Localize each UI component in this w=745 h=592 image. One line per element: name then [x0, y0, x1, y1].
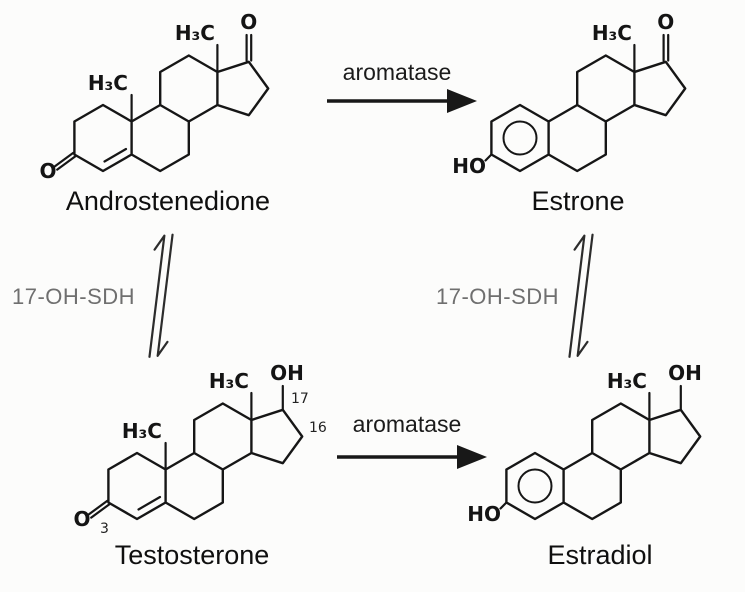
- steroid-ring-skeleton: [73, 54, 270, 173]
- reaction-arrow-head: [447, 89, 477, 113]
- sdh-right-label: 17-OH-SDH: [436, 284, 560, 309]
- estradiol-name: Estradiol: [547, 540, 653, 570]
- substituent-bonds: [484, 33, 670, 162]
- testosterone-structure: H₃C H₃C OH O 17 16 3: [73, 361, 327, 537]
- aromatase-top-label: aromatase: [343, 59, 452, 85]
- estrone-name: Estrone: [531, 186, 625, 216]
- c18-methyl-label: H₃C: [592, 21, 632, 45]
- reaction-arrow-head: [457, 445, 487, 469]
- c17-hydroxyl-label: OH: [668, 361, 702, 385]
- steroid-ring-skeleton: [505, 402, 702, 521]
- c17-ketone-label: O: [240, 10, 257, 34]
- c19-methyl-label: H₃C: [122, 419, 162, 443]
- aromatic-ring-circle: [517, 468, 553, 504]
- aromatase-top-arrow: aromatase: [327, 59, 477, 113]
- c17-ketone-label: O: [657, 10, 674, 34]
- substituent-bonds: [53, 33, 253, 171]
- sdh-left-label: 17-OH-SDH: [12, 284, 136, 309]
- substituent-bonds: [87, 384, 284, 519]
- steroid-ring-skeleton: [490, 54, 687, 173]
- estrone-structure: H₃C O HO: [452, 10, 687, 178]
- c18-methyl-label: H₃C: [175, 21, 215, 45]
- c19-methyl-label: H₃C: [88, 71, 128, 95]
- testosterone-name: Testosterone: [114, 540, 270, 570]
- aromatase-bottom-arrow: aromatase: [337, 411, 487, 469]
- estradiol-structure: H₃C OH HO: [467, 361, 702, 526]
- locant-3: 3: [100, 521, 109, 537]
- c3-hydroxyl-label: HO: [452, 154, 486, 178]
- down-harpoon: [576, 233, 594, 357]
- androstenedione-structure: H₃C H₃C O O: [39, 10, 270, 183]
- c18-methyl-label: H₃C: [209, 369, 249, 393]
- up-harpoon: [148, 234, 166, 358]
- c17-hydroxyl-label: OH: [270, 361, 304, 385]
- c3-hydroxyl-label: HO: [467, 502, 501, 526]
- steroid-ring-skeleton: [107, 402, 304, 521]
- substituent-bonds: [499, 384, 682, 510]
- c18-methyl-label: H₃C: [607, 369, 647, 393]
- androstenedione-name: Androstenedione: [65, 186, 271, 216]
- equilibrium-right-arrow: [568, 233, 594, 358]
- c3-ketone-label: O: [39, 159, 56, 183]
- aromatic-ring-circle: [502, 120, 538, 156]
- locant-17: 17: [291, 391, 309, 407]
- c3-ketone-label: O: [73, 507, 90, 531]
- aromatase-bottom-label: aromatase: [353, 411, 462, 437]
- down-harpoon: [156, 233, 174, 357]
- locant-16: 16: [309, 420, 327, 436]
- up-harpoon: [568, 234, 586, 358]
- equilibrium-left-arrow: [148, 233, 174, 358]
